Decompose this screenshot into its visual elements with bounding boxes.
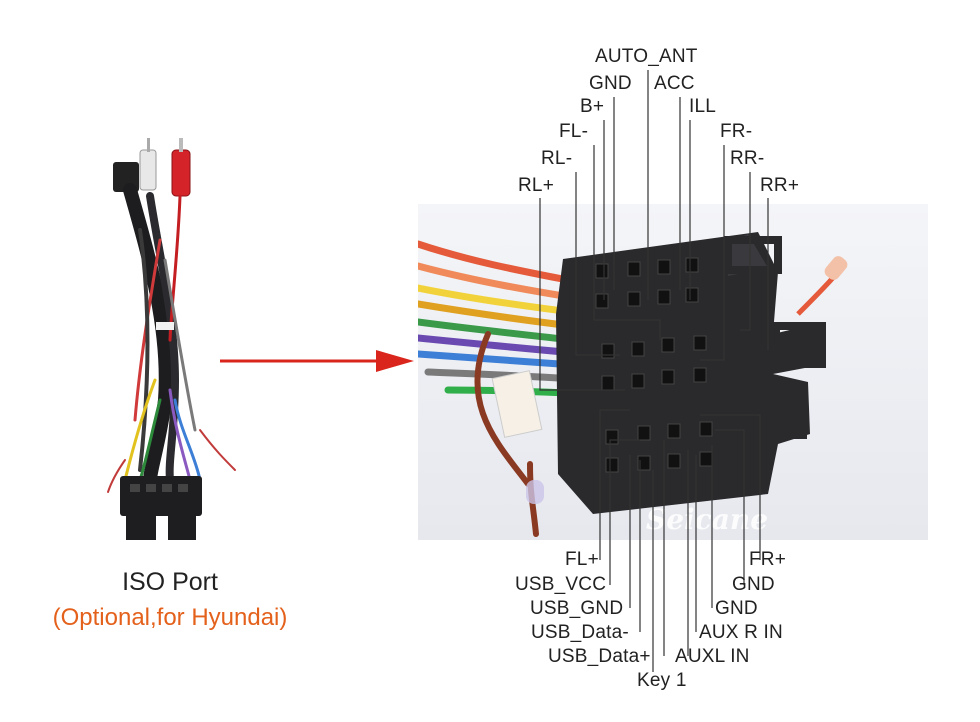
pin-label-aux-r-in: AUX R IN: [699, 622, 783, 643]
rca-plugs-icon: [113, 138, 191, 197]
wire-bundle-icon: [107, 183, 236, 493]
pin-label-auto-ant: AUTO_ANT: [595, 46, 698, 67]
pin-label-usb-vcc: USB_VCC: [515, 574, 607, 595]
pin-label-rr-minus: RR-: [730, 148, 765, 169]
pin-label-gnd-top: GND: [589, 73, 632, 94]
pin-label-usb-gnd: USB_GND: [530, 598, 624, 619]
pin-label-gnd-bottom-1: GND: [732, 574, 775, 595]
connector-photo: Seicane: [418, 204, 928, 540]
pin-label-key-1: Key 1: [637, 670, 687, 691]
pin-label-usb-data-plus: USB_Data+: [548, 646, 651, 667]
iso-connector-block: [556, 232, 826, 514]
seicane-watermark: Seicane: [646, 503, 768, 536]
pin-label-rr-plus: RR+: [760, 175, 800, 196]
pin-label-usb-data-minus: USB_Data-: [531, 622, 629, 643]
pin-label-gnd-bottom-2: GND: [715, 598, 758, 619]
pin-label-acc: ACC: [654, 73, 695, 94]
pin-label-auxl-in: AUXL IN: [675, 646, 750, 667]
iso-harness-illustration: [107, 138, 236, 540]
pin-label-fl-plus: FL+: [565, 549, 599, 570]
pin-label-ill: ILL: [689, 96, 717, 117]
arrow-right-icon: [220, 350, 414, 372]
pin-label-fr-minus: FR-: [720, 121, 753, 142]
pin-label-fr-plus: FR+: [749, 549, 787, 570]
iso-port-title: ISO Port: [122, 568, 218, 596]
pin-label-rl-plus: RL+: [518, 175, 554, 196]
iso-connector-icon: [120, 476, 202, 540]
pin-label-fl-minus: FL-: [559, 121, 589, 142]
iso-port-subtitle: (Optional,for Hyundai): [52, 604, 288, 631]
pin-label-rl-minus: RL-: [541, 148, 573, 169]
pin-label-b-plus: B+: [580, 96, 605, 117]
